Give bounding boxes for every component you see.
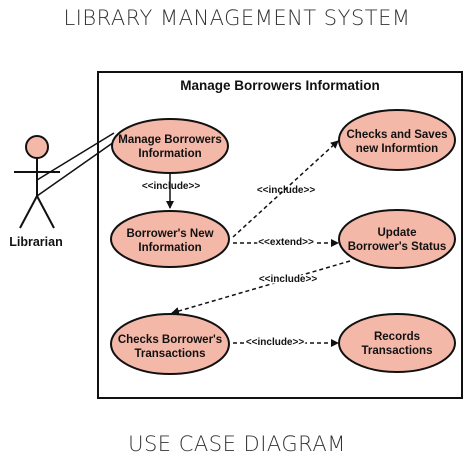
usecase-label: Borrower's Status <box>348 241 447 253</box>
include-label-3: <<include>> <box>259 274 318 285</box>
usecase-ellipse <box>111 118 229 174</box>
usecase-ellipse <box>338 313 456 373</box>
include-arrow-update-to-checks-trans <box>171 260 351 315</box>
actor-left-leg <box>19 195 38 229</box>
usecase-label: Records <box>374 331 420 343</box>
usecase-manage-borrowers-information[interactable]: Manage Borrowers Information <box>111 118 229 174</box>
include-label-2: <<include>> <box>257 185 316 196</box>
system-title: Manage Borrowers Information <box>180 78 380 93</box>
usecase-update-borrowers-status[interactable]: Update Borrower's Status <box>338 209 456 269</box>
actor-label: Librarian <box>9 235 63 249</box>
extend-label: <<extend>> <box>258 237 314 248</box>
usecase-label: Transactions <box>135 348 206 360</box>
usecase-label: Update <box>378 227 417 239</box>
usecase-label: Information <box>138 148 201 160</box>
librarian-actor <box>14 135 60 229</box>
association-line <box>36 132 115 181</box>
usecase-ellipse <box>110 210 230 268</box>
usecase-label: Checks and Saves <box>346 129 447 141</box>
actor-head <box>25 135 49 159</box>
include-label-4: <<include>> <box>246 337 305 348</box>
actor-right-leg <box>36 195 55 229</box>
usecase-checks-and-saves[interactable]: Checks and Saves new Informtion <box>338 109 456 171</box>
include-label-1: <<include>> <box>142 181 201 192</box>
association-line <box>36 141 115 197</box>
usecase-label: Information <box>138 242 201 254</box>
usecase-records-transactions[interactable]: Records Transactions <box>338 313 456 373</box>
usecase-borrowers-new-information[interactable]: Borrower's New Information <box>110 210 230 268</box>
usecase-ellipse <box>110 313 230 375</box>
usecase-ellipse <box>338 209 456 269</box>
diagram-caption: USE CASE DIAGRAM <box>128 432 346 456</box>
usecase-label: Checks Borrower's <box>118 334 222 346</box>
system-boundary <box>97 71 463 399</box>
usecase-ellipse <box>338 109 456 171</box>
include-arrow-new-to-checks-saves <box>232 140 339 238</box>
usecase-checks-borrowers-transactions[interactable]: Checks Borrower's Transactions <box>110 313 230 375</box>
usecase-label: Manage Borrowers <box>118 134 222 146</box>
usecase-label: Transactions <box>362 345 433 357</box>
usecase-label: new Informtion <box>356 143 438 155</box>
usecase-label: Borrower's New <box>126 228 213 240</box>
diagram-title: LIBRARY MANAGEMENT SYSTEM <box>63 6 411 30</box>
